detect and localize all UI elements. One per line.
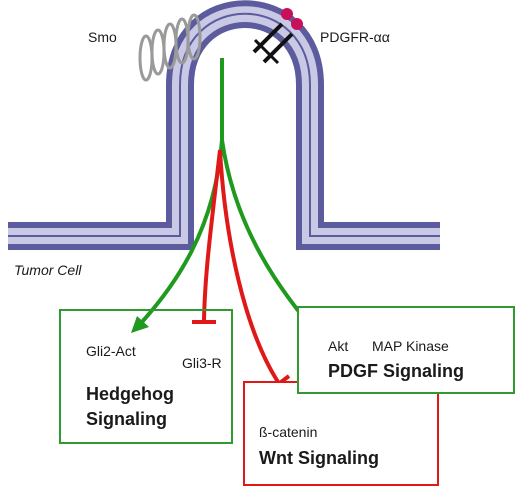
cell-membrane-inner xyxy=(8,22,440,250)
hedgehog-title-line1: Hedgehog xyxy=(86,384,174,404)
gli3-r-label: Gli3-R xyxy=(182,355,222,371)
hedgehog-signaling-box: Gli2-Act Gli3-R Hedgehog Signaling xyxy=(59,309,233,444)
smo-label: Smo xyxy=(88,29,117,45)
pdgfr-receptor-icon xyxy=(252,8,303,65)
inhibit-gli3 xyxy=(202,149,222,321)
gli2-act-label: Gli2-Act xyxy=(86,343,136,359)
cell-membrane-outer xyxy=(8,0,440,228)
map-kinase-label: MAP Kinase xyxy=(372,338,449,354)
wnt-signaling-title: Wnt Signaling xyxy=(259,448,379,468)
inhibit-beta-catenin xyxy=(218,149,280,384)
beta-catenin-label: ß-catenin xyxy=(259,424,318,440)
pdgfr-label: PDGFR-αα xyxy=(320,29,390,45)
akt-label: Akt xyxy=(328,338,349,354)
tumor-cell-label: Tumor Cell xyxy=(14,262,82,278)
pdgf-signaling-title: PDGF Signaling xyxy=(328,361,465,381)
hedgehog-title-line2: Signaling xyxy=(86,409,167,429)
smo-receptor-icon xyxy=(138,13,202,82)
pdgf-signaling-box: Akt MAP Kinase PDGF Signaling xyxy=(297,306,515,394)
cell-membrane-mid xyxy=(8,12,440,237)
arrow-to-gli2-head xyxy=(131,316,149,333)
wnt-signaling-box: ß-catenin Wnt Signaling xyxy=(243,381,439,486)
